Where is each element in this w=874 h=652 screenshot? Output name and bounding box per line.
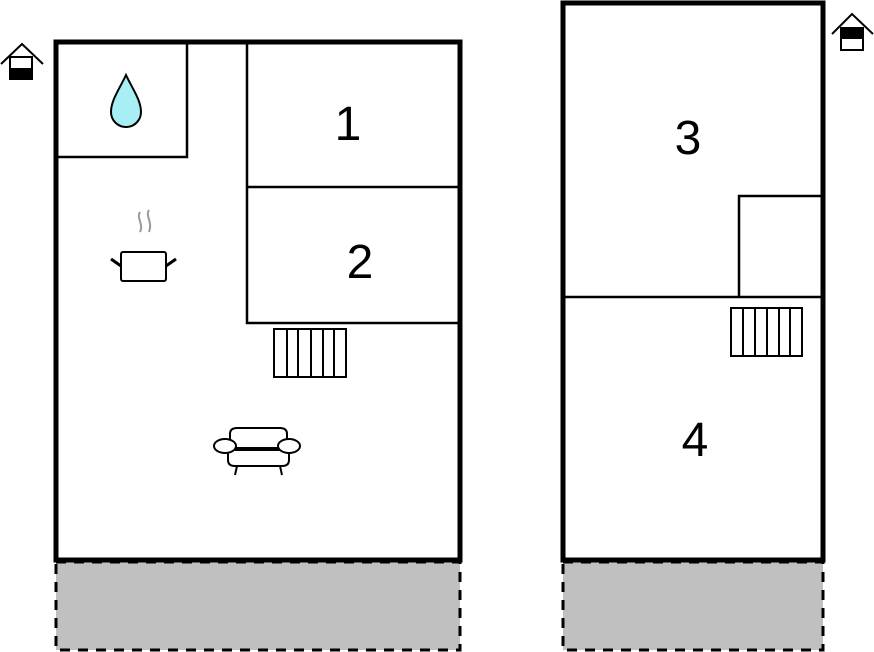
sofa-icon xyxy=(213,427,301,476)
kitchen-pot-icon xyxy=(110,209,177,282)
stairs-icon xyxy=(273,328,347,378)
terrace-ground-floor xyxy=(54,560,462,652)
room-1-walls xyxy=(245,42,460,325)
terrace-upper-floor xyxy=(561,560,825,652)
stairs-icon xyxy=(730,307,803,357)
bathroom-room xyxy=(54,40,189,159)
room-label-1: 1 xyxy=(335,98,362,151)
closet-walls xyxy=(737,194,823,297)
ground-floor-outline xyxy=(53,39,463,563)
room-label-4: 4 xyxy=(682,414,709,467)
house-entrance-lower-icon xyxy=(0,42,44,80)
room-label-3: 3 xyxy=(675,112,702,165)
water-drop-icon xyxy=(109,72,143,128)
house-entrance-upper-icon xyxy=(831,12,874,51)
room-label-2: 2 xyxy=(347,236,374,289)
upper-floor-outline xyxy=(560,0,826,563)
